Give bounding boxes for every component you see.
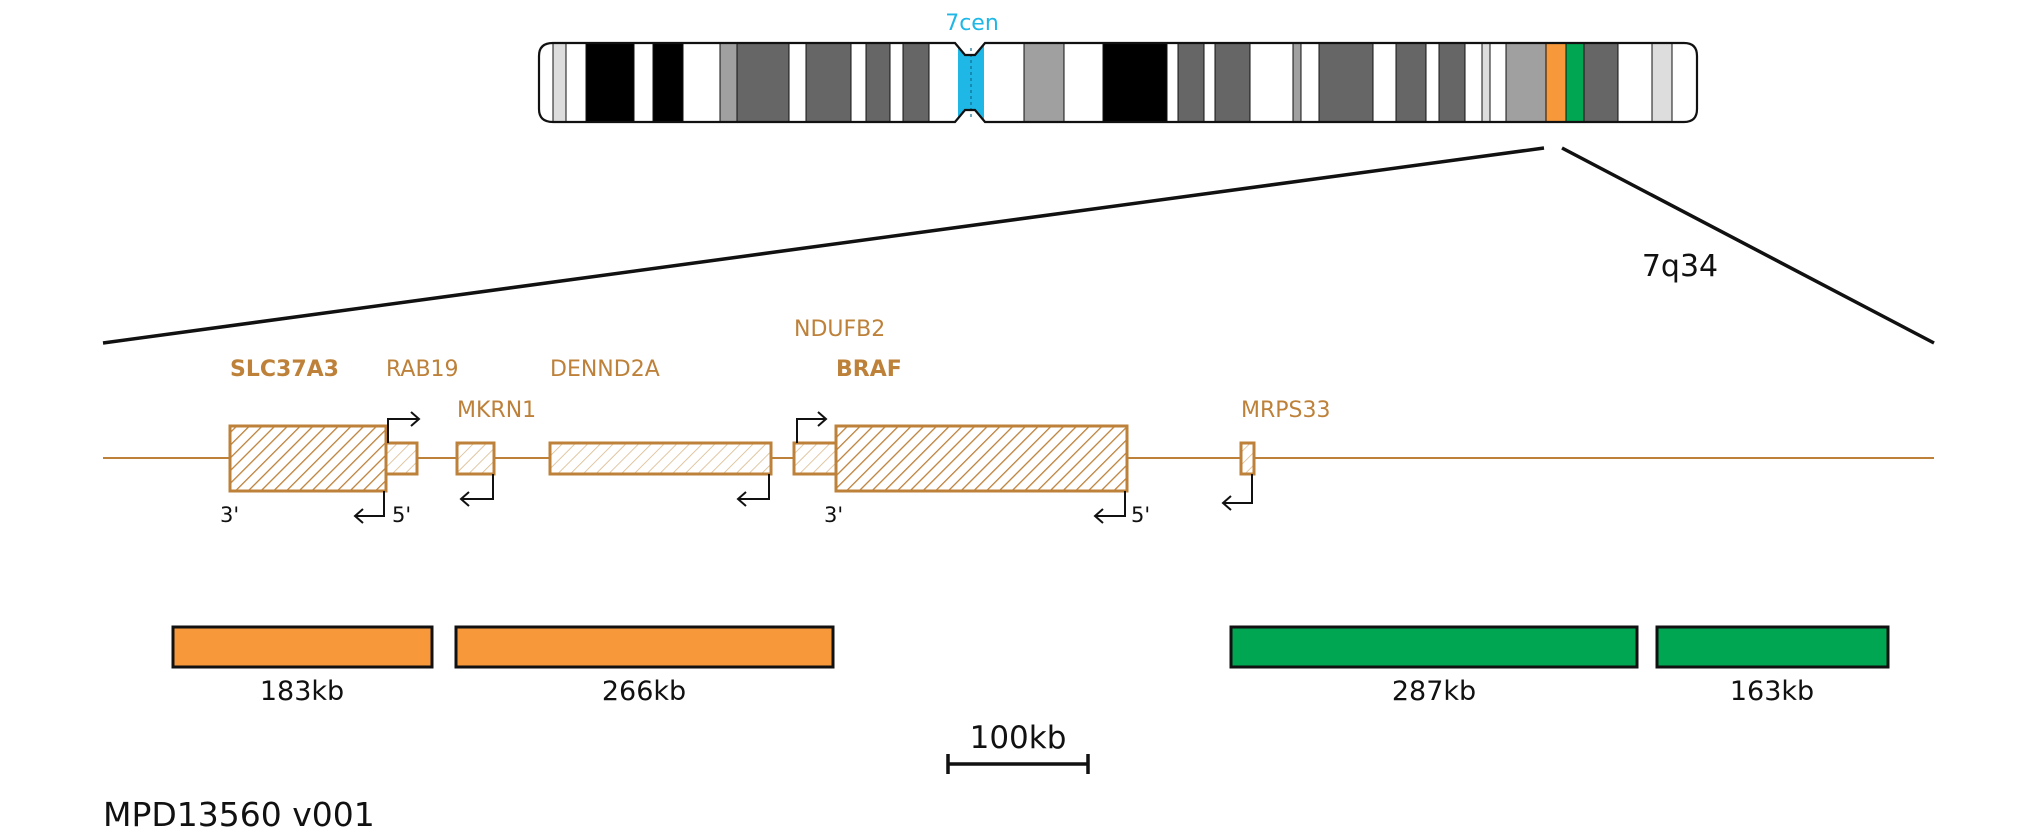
probe-size-3: 287kb [1392,676,1476,707]
arrow-rab19 [387,411,421,443]
genes [228,424,1256,493]
gene-label-braf: BRAF [836,357,902,382]
arrow-mrps33 [1221,474,1253,511]
gene-label-slc37a3: SLC37A3 [230,357,339,382]
probe-size-2: 266kb [602,676,686,707]
probe-green-1 [1229,625,1639,669]
end-label-braf-3prime: 3' [824,503,843,527]
gene-ndufb2 [792,441,838,476]
gene-label-mrps33: MRPS33 [1241,398,1331,423]
product-id: MPD13560 v001 [103,795,375,827]
arrow-slc37a3 [353,491,385,524]
scale-bar-label: 100kb [970,720,1067,756]
scale-bar [946,754,1090,774]
gene-dennd2a [548,441,773,476]
probe-orange-1 [171,625,434,669]
gene-label-ndufb2: NDUFB2 [794,317,885,342]
gene-slc37a3 [228,424,388,493]
probe-orange-2 [454,625,835,669]
chromosome-7-ideogram [537,41,1699,124]
arrow-mkrn1 [459,474,494,507]
probe-size-4: 163kb [1730,676,1814,707]
probe-green-2 [1655,625,1890,669]
gene-label-rab19: RAB19 [386,357,459,382]
arrow-braf [1093,491,1126,524]
gene-braf [834,424,1129,493]
zoom-line-right [1561,146,1935,345]
gene-mkrn1 [455,441,496,476]
probes [171,625,1890,669]
end-label-slc37a3-5prime: 5' [392,503,411,527]
gene-label-mkrn1: MKRN1 [457,398,536,423]
arrow-dennd2a [736,474,770,507]
end-label-braf-5prime: 5' [1131,503,1150,527]
centromere-label: 7cen [945,11,999,36]
transcription-arrows [353,411,1253,524]
arrow-ndufb2 [796,411,828,443]
band-label: 7q34 [1642,249,1718,284]
gene-mrps33 [1239,441,1256,476]
zoom-line-left [102,146,1545,345]
gene-label-dennd2a: DENND2A [550,357,660,382]
gene-rab19 [384,441,419,476]
probe-size-1: 183kb [260,676,344,707]
end-label-slc37a3-3prime: 3' [220,503,239,527]
